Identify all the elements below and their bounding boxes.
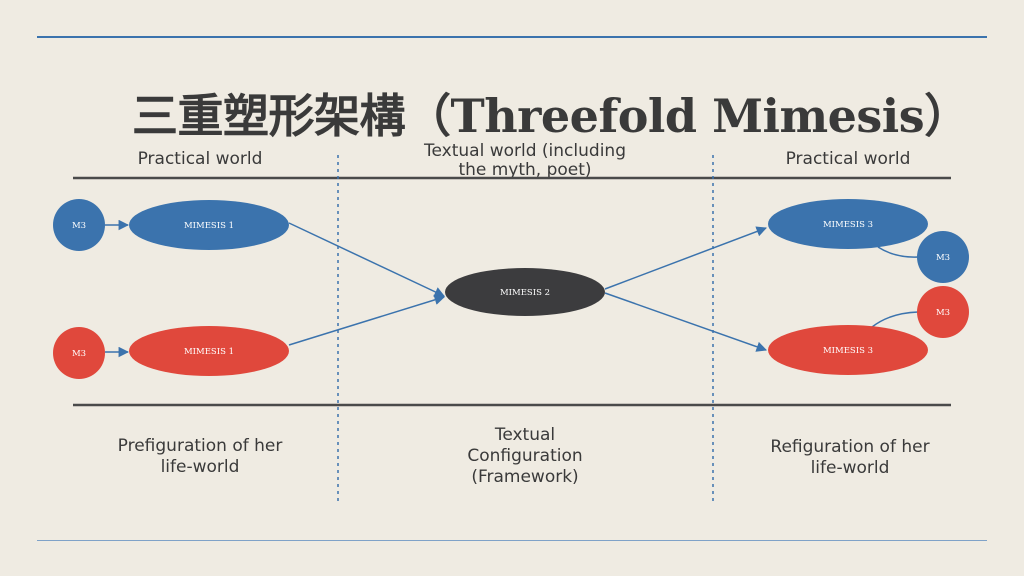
- top-rule: [37, 36, 987, 38]
- center-column-header: Textual world (including the myth, poet): [424, 141, 626, 180]
- mimesis1-blue-label: MIMESIS 1: [184, 221, 234, 231]
- mimesis3-red-node: MIMESIS 3: [768, 325, 928, 375]
- m3-left-blue-label: M3: [72, 221, 86, 231]
- mimesis2-label: MIMESIS 2: [500, 288, 550, 298]
- mimesis1-red-node: MIMESIS 1: [129, 326, 289, 376]
- m3-left-red-label: M3: [72, 349, 86, 359]
- arrow-mimesis2-to-mimesis3-blue: [604, 226, 767, 290]
- m3-right-blue-node: M3: [917, 231, 969, 283]
- arrow-mimesis2-to-mimesis3-red: [604, 292, 767, 352]
- m3-left-red-node: M3: [53, 327, 105, 379]
- m3-left-blue-node: M3: [53, 199, 105, 251]
- mimesis1-blue-node: MIMESIS 1: [129, 200, 289, 250]
- arrow-mimesis1-blue-to-mimesis2: [288, 222, 445, 297]
- curve-mimesis3-blue-to-m3: [877, 246, 919, 258]
- m3-right-red-label: M3: [936, 308, 950, 318]
- left-column-header: Practical world: [137, 149, 263, 169]
- center-column-footer: Textual Configuration (Framework): [467, 425, 583, 487]
- bottom-rule: [37, 540, 987, 541]
- curve-m3-to-mimesis3-red: [871, 311, 919, 328]
- m3-right-blue-label: M3: [936, 253, 950, 263]
- mimesis2-node: MIMESIS 2: [445, 268, 605, 316]
- m3-right-red-node: M3: [917, 286, 969, 338]
- mimesis3-red-label: MIMESIS 3: [823, 346, 873, 356]
- mimesis1-red-label: MIMESIS 1: [184, 347, 234, 357]
- left-column-footer: Prefiguration of her life-world: [117, 436, 283, 477]
- right-column-header: Practical world: [785, 149, 911, 169]
- arrow-mimesis1-red-to-mimesis2: [288, 294, 446, 346]
- right-column-footer: Refiguration of her life-world: [770, 437, 930, 478]
- mimesis3-blue-node: MIMESIS 3: [768, 199, 928, 249]
- slide-title: 三重塑形架構（Threefold Mimesis）: [132, 89, 970, 143]
- mimesis3-blue-label: MIMESIS 3: [823, 220, 873, 230]
